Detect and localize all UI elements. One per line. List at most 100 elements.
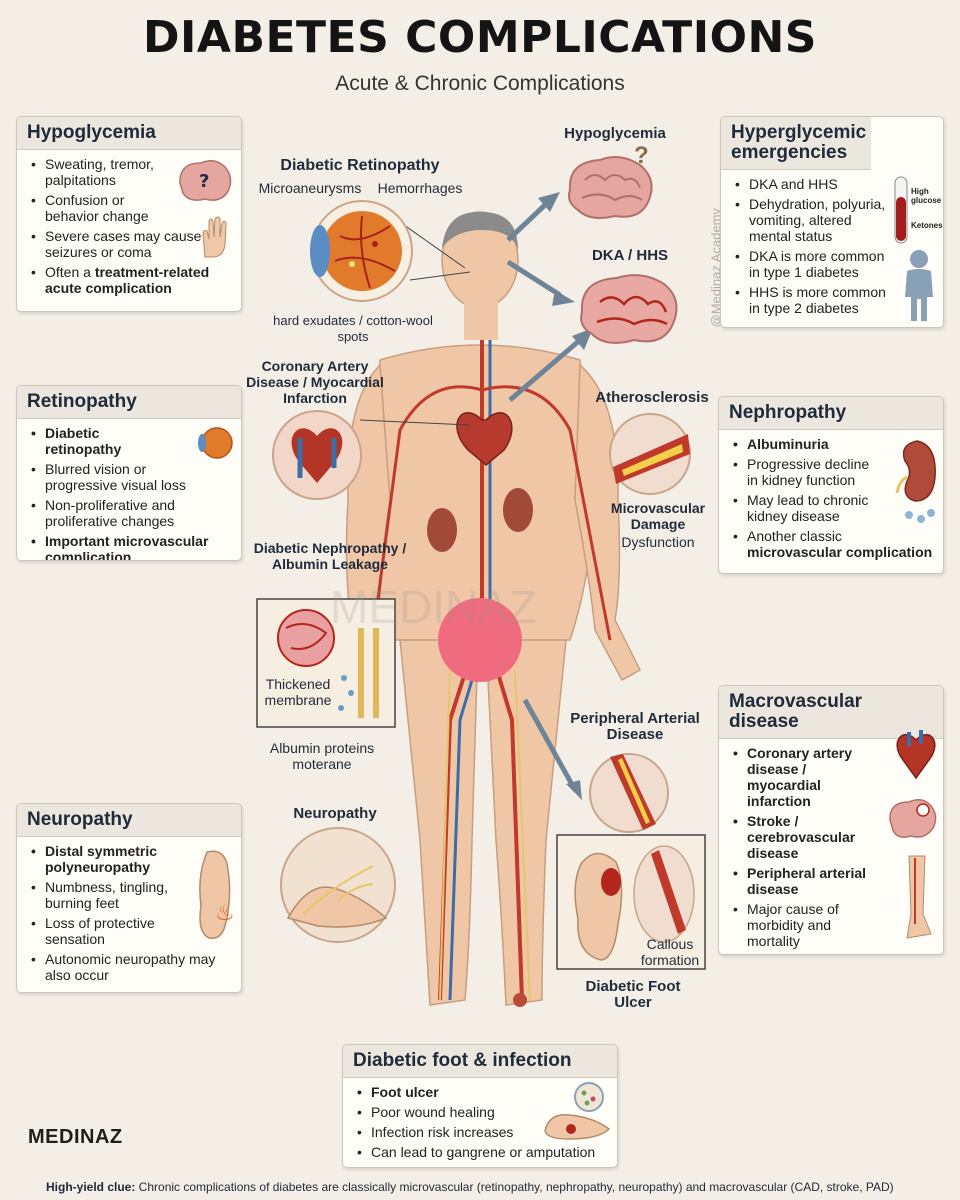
list-item: Important microvascular complication [29,533,219,560]
list-item: Another classic microvascular complicati… [731,528,933,560]
card-list: Foot ulcer Poor wound healing Infection … [343,1078,617,1167]
microaneurysms-label: Microaneurysms [258,180,362,196]
svg-text:?: ? [199,171,209,192]
brain-icon [568,155,653,219]
footer-text: Chronic complications of diabetes are cl… [135,1180,894,1194]
card-title: Retinopathy [17,386,241,419]
list-item: Severe cases may cause seizures or coma [29,228,229,260]
eye-icon [310,200,413,302]
hand-icon [202,216,227,258]
eye-icon [198,427,233,459]
card-retinopathy: Retinopathy Diabetic retinopathy Blurred… [16,385,242,561]
microvascular-label: Microvascular Damage [610,500,706,532]
list-item: DKA is more common in type 1 diabetes [733,248,893,280]
hemorrhages-label: Hemorrhages [377,180,463,196]
albumin-label: Albumin proteins moterane [269,740,375,772]
list-item: Sweating, tremor, palpitations [29,156,169,188]
list-item: Major cause of morbidity and mortality [731,901,869,949]
card-hyperglycemic-emergencies: Hyperglycemic emergencies DKA and HHS De… [720,116,944,328]
atherosclerosis-label: Atherosclerosis [595,389,709,406]
dysfunction-label: Dysfunction [621,534,695,550]
neuropathy-foot-icon [280,827,396,943]
infected-foot-icon [544,1082,611,1140]
cad-label: Coronary Artery Disease / Myocardial Inf… [246,358,384,406]
artery-icon [609,413,691,495]
list-item: Non-proliferative and proliferative chan… [29,497,199,529]
card-neuropathy: Neuropathy Distal symmetric polyneuropat… [16,803,242,993]
card-title: Diabetic foot & infection [343,1045,617,1078]
brain-icon: ? [179,160,232,201]
list-item: HHS is more common in type 2 diabetes [733,284,893,316]
card-diabetic-foot: Diabetic foot & infection Foot ulcer Poo… [342,1044,618,1168]
brain-icon [580,274,678,344]
list-item: Stroke / cerebrovascular disease [731,813,869,861]
list-item: Often a treatment-related acute complica… [29,264,229,296]
dfu-label: Diabetic Foot Ulcer [585,978,681,1011]
list-item: Confusion or behavior change [29,192,169,224]
card-title: Macrovascular disease [719,686,943,739]
kidney-icon [895,440,936,523]
list-item: Foot ulcer [355,1084,607,1100]
hypoglycemia-label: Hypoglycemia [564,125,666,142]
card-list: Diabetic retinopathy Blurred vision or p… [17,419,241,560]
list-item-bold: microvascular complication [747,543,933,560]
list-item: Diabetic retinopathy [29,425,179,457]
pad-artery-icon [589,753,669,833]
leg-icon [906,855,932,939]
card-hypoglycemia: Hypoglycemia Sweating, tremor, palpitati… [16,116,242,312]
person-icon [905,250,933,321]
card-list: DKA and HHS Dehydration, polyuria, vomit… [721,170,903,326]
nephropathy-label: Diabetic Nephropathy / Albumin Leakage [253,540,407,572]
foot-icon [199,850,231,939]
list-item: Poor wound healing [355,1104,607,1120]
list-item: Numbness, tingling, burning feet [29,879,189,911]
list-item: Infection risk increases [355,1124,607,1140]
heart-zoom-icon [272,410,362,500]
footer-note: High-yield clue: Chronic complications o… [46,1180,894,1194]
high-glucose-label: High glucose [911,187,942,205]
medinaz-logo: MEDINAZ [28,1126,123,1148]
retinopathy-label: Diabetic Retinopathy [280,157,440,174]
list-item: Distal symmetric polyneuropathy [29,843,169,875]
list-item: Dehydration, polyuria, vomiting, altered… [733,196,893,244]
list-item: Autonomic neuropathy may also occur [29,951,239,983]
neuropathy-label: Neuropathy [293,805,377,822]
card-list: Coronary artery disease / myocardial inf… [719,739,879,954]
card-list: Distal symmetric polyneuropathy Numbness… [17,837,239,992]
question-mark-icon: ? [634,142,649,169]
list-item: DKA and HHS [733,176,893,192]
page-title: DIABETES COMPLICATIONS [143,12,817,63]
dka-hhs-label: DKA / HHS [591,247,669,264]
nephron-zoom-icon [256,598,396,728]
card-list: Albuminuria Progressive decline in kidne… [719,430,943,570]
card-title: Hypoglycemia [17,117,241,150]
center-watermark: MEDINAZ [330,581,537,633]
human-body-illustration [345,211,641,1007]
card-title: Hyperglycemic emergencies [721,117,871,170]
list-item: Albuminuria [731,436,933,452]
brain-icon [889,799,937,838]
heart-icon [896,730,936,780]
card-title: Nephropathy [719,397,943,430]
flame-icon: ♨ [215,900,235,925]
blood-tube-icon [894,176,908,244]
list-item: Coronary artery disease / myocardial inf… [731,745,869,809]
list-item: Blurred vision or progressive visual los… [29,461,199,493]
thickened-membrane-label: Thickened membrane [264,676,332,708]
exudates-label: hard exudates / cotton-wool spots [273,313,433,344]
ketones-label: Ketones [911,221,943,230]
footer-lead: High-yield clue: [46,1180,136,1194]
page-subtitle: Acute & Chronic Complications [335,72,625,95]
list-item: Progressive decline in kidney function [731,456,871,488]
callous-label: Callous formation [640,936,700,968]
card-nephropathy: Nephropathy Albuminuria Progressive decl… [718,396,944,574]
card-title: Neuropathy [17,804,241,837]
list-item: May lead to chronic kidney disease [731,492,871,524]
foot-ulcer-icon [556,834,706,970]
card-list: Sweating, tremor, palpitations Confusion… [17,150,209,306]
list-item: Loss of protective sensation [29,915,189,947]
list-item: Peripheral arterial disease [731,865,869,897]
list-item-bold: treatment-related acute complication [45,263,210,296]
